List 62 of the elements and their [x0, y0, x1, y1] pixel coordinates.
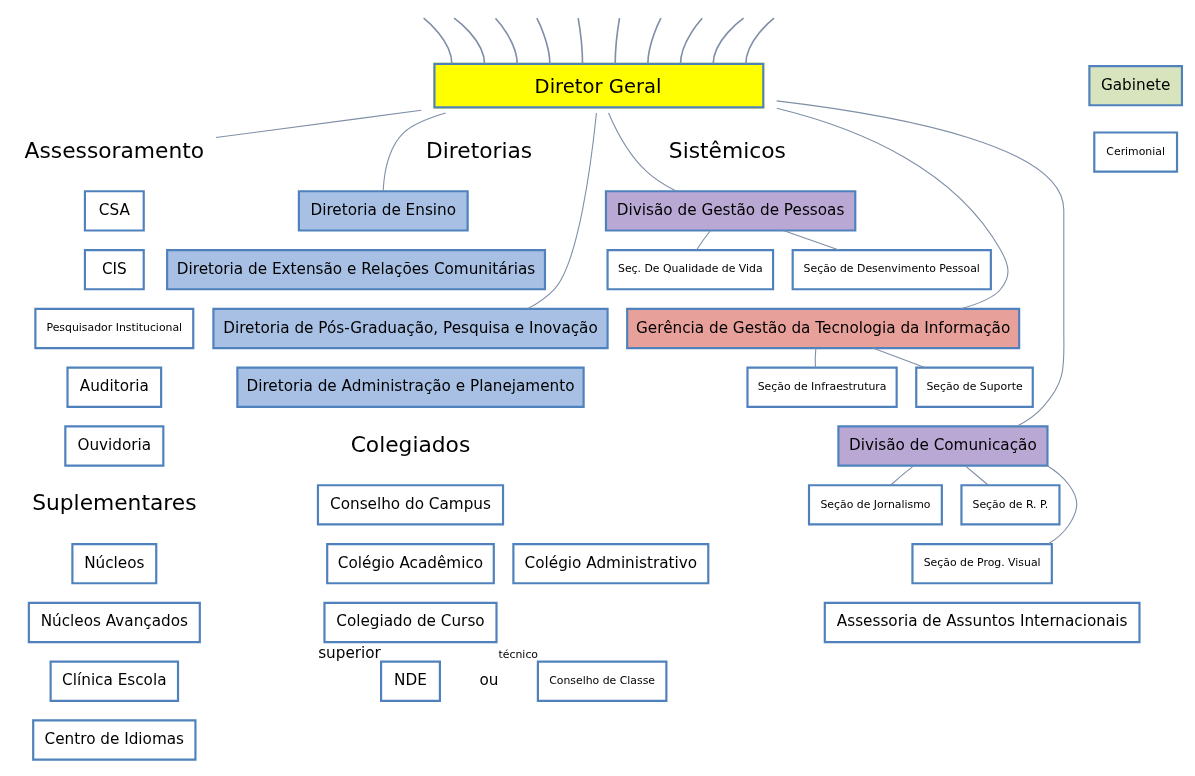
- node-box: Conselho de Classe: [536, 660, 668, 702]
- node-label: superior: [318, 643, 381, 662]
- node-box: Seç. De Qualidade de Vida: [606, 248, 775, 290]
- label: Colegiados: [350, 431, 471, 456]
- node-box: Divisão de Gestão de Pessoas: [604, 189, 857, 232]
- node-box: Cerimonial: [1093, 130, 1179, 173]
- connector: [422, 16, 453, 65]
- node-box: Diretoria de Ensino: [297, 189, 469, 232]
- node-box: Gabinete: [1088, 64, 1184, 106]
- node-box: Centro de Idiomas: [32, 718, 197, 761]
- connector: [215, 109, 422, 138]
- node-box: Colegiado de Curso: [323, 601, 498, 643]
- node-box: Núcleos Avançados: [27, 601, 201, 643]
- label: Sistêmicos: [668, 137, 786, 163]
- connector: [382, 111, 447, 192]
- node-box: Núcleos: [71, 542, 158, 584]
- node-box: Assessoria de Assuntos Internacionais: [823, 601, 1141, 643]
- node-label: técnico: [498, 647, 539, 661]
- connector: [1046, 464, 1078, 544]
- connector: [712, 16, 745, 65]
- node-box: Clínica Escola: [49, 660, 180, 702]
- connector: [494, 16, 518, 65]
- node-text: Assessoramento: [24, 137, 205, 163]
- connector: [964, 464, 989, 486]
- node-box: Conselho do Campus: [316, 483, 505, 526]
- connector: [647, 16, 662, 65]
- connector: [890, 464, 915, 486]
- node-box: Pesquisador Institucional: [34, 307, 195, 349]
- node-box: Ouvidoria: [64, 424, 165, 467]
- connector: [453, 16, 486, 65]
- connector: [872, 347, 926, 368]
- connector: [608, 111, 677, 192]
- node-box: Seção de R. P.: [960, 483, 1061, 526]
- node-box: Seção de Suporte: [915, 366, 1034, 408]
- node-box: Diretoria de Extensão e Relações Comunitárias: [166, 248, 547, 290]
- node-box: CIS: [83, 248, 145, 290]
- node-box: Colégio Acadêmico: [326, 542, 495, 584]
- connector: [614, 16, 621, 65]
- connector: [526, 111, 597, 309]
- label: ou: [479, 670, 499, 689]
- node-box: Seção de Desenvimento Pessoal: [791, 248, 992, 290]
- node-box: Divisão de Comunicação: [837, 424, 1049, 467]
- node-box: Colégio Administrativo: [512, 542, 710, 584]
- node-box: Diretoria de Administração e Planejamento: [236, 366, 585, 408]
- label: Diretorias: [425, 137, 533, 163]
- connector: [679, 16, 704, 65]
- node-box: Auditoria: [66, 366, 163, 408]
- connector: [696, 229, 712, 250]
- node-box: Seção de Jornalismo: [807, 483, 943, 526]
- node-box: Diretoria de Pós-Graduação, Pesquisa e Inovação: [212, 307, 609, 349]
- connector: [745, 16, 775, 65]
- label: Suplementares: [32, 489, 197, 515]
- node-box: Seção de Prog. Visual: [911, 542, 1053, 584]
- node-box: Seção de Infraestrutura: [746, 366, 898, 408]
- node-box: NDE: [380, 660, 441, 702]
- connector: [776, 99, 1065, 427]
- node-box: Gerência de Gestão da Tecnologia da Informação: [626, 307, 1021, 349]
- connector: [776, 107, 1009, 309]
- connector: [814, 347, 817, 368]
- connector: [536, 16, 551, 65]
- node-box: CSA: [83, 189, 145, 232]
- connector: [577, 16, 584, 65]
